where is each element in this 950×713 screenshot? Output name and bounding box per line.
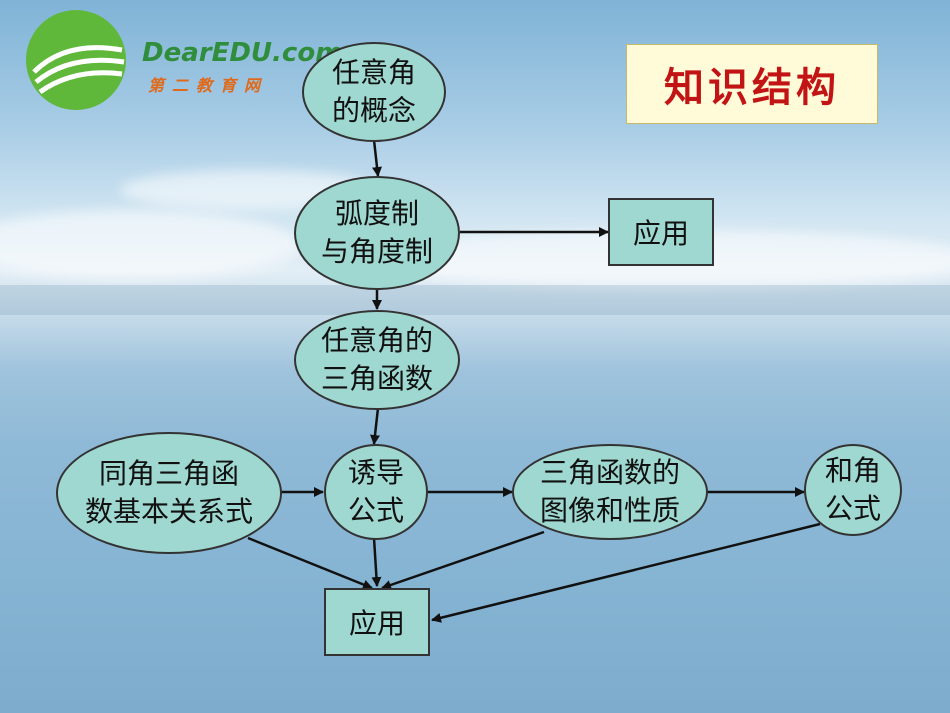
node-application-bottom: 应用 [324, 588, 430, 656]
node-same-angle-relations: 同角三角函 数基本关系式 [56, 432, 282, 554]
logo-swoosh-icon [32, 45, 125, 95]
node-any-angle-concept: 任意角 的概念 [302, 42, 446, 142]
horizon-band [0, 285, 950, 315]
cloud [0, 210, 300, 280]
node-graph-properties: 三角函数的 图像和性质 [512, 444, 708, 540]
edge-trig-to-induction [370, 407, 380, 445]
node-application-top: 应用 [608, 198, 714, 266]
edge-induction-to-application [371, 537, 382, 587]
node-sum-formulas: 和角 公式 [804, 444, 902, 536]
node-radian-degree: 弧度制 与角度制 [294, 176, 460, 290]
edge-sum-to-application [431, 522, 821, 623]
edge-concept-to-radian [372, 139, 382, 177]
slide-title: 知识结构 [664, 65, 840, 111]
logo-brand-text: DearEDU.com [142, 38, 343, 68]
logo-circle-icon [26, 10, 126, 110]
node-trig-functions: 任意角的 三角函数 [294, 310, 460, 410]
edge-relations-to-application [247, 536, 373, 590]
edge-graph-to-application [381, 530, 545, 590]
title-box: 知识结构 [626, 44, 878, 124]
logo-subtitle: 第二教育网 [148, 76, 269, 95]
logo: DearEDU.com 第二教育网 [18, 10, 342, 110]
node-induction-formulas: 诱导 公式 [324, 444, 428, 540]
